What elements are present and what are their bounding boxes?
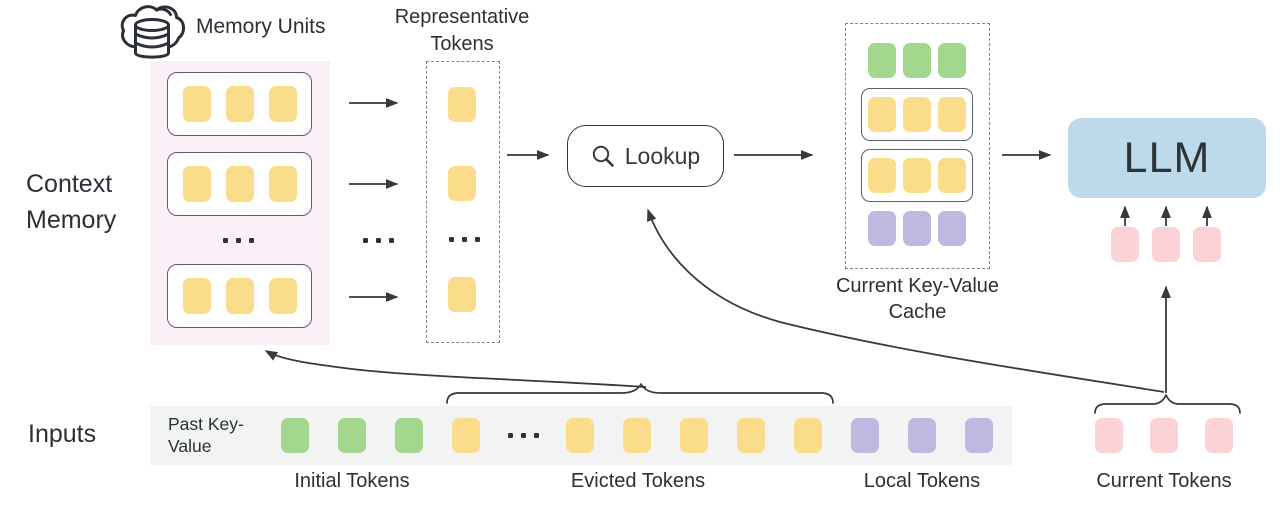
memory-token	[268, 278, 297, 314]
evicted-token	[794, 418, 822, 453]
current-tokens-label: Current Tokens	[1096, 470, 1232, 492]
representative-tokens-top	[448, 87, 476, 201]
initial-tokens-group	[281, 418, 423, 453]
local-tokens-label: Local Tokens	[863, 470, 981, 492]
memory-token	[268, 166, 297, 202]
ellipsis-dot	[475, 237, 480, 242]
memory-unit	[167, 152, 312, 216]
current-token	[1095, 418, 1123, 453]
kv-initial-row	[868, 43, 966, 78]
ellipsis-dot	[223, 238, 228, 243]
context-memory-panel	[150, 61, 330, 345]
kv-token	[903, 97, 931, 132]
kv-token	[938, 158, 966, 193]
ellipsis-dot	[533, 433, 539, 438]
evicted-token	[566, 418, 594, 453]
memory-token	[225, 166, 254, 202]
representative-tokens-bottom	[448, 277, 476, 312]
evicted-tokens-tail	[566, 418, 822, 453]
memory-units-cloud-database-icon	[120, 5, 185, 59]
kv-memory-unit-row	[861, 88, 973, 141]
representative-token	[448, 87, 476, 122]
ellipsis-dot	[520, 433, 526, 438]
initial-tokens-label: Initial Tokens	[294, 470, 410, 492]
past-kv-tokens	[281, 418, 993, 453]
kv-token	[868, 158, 896, 193]
evicted-tokens-head	[452, 418, 480, 453]
evicted-token	[452, 418, 480, 453]
representative-tokens-box	[426, 61, 500, 343]
llm-input-token	[1193, 227, 1221, 262]
evicted-token	[737, 418, 765, 453]
llm-label: LLM	[1123, 133, 1211, 182]
lookup-button: Lookup	[567, 125, 724, 187]
representative-tokens-label: Representative Tokens	[394, 6, 530, 55]
kv-token	[938, 43, 966, 78]
llm-box: LLM	[1068, 118, 1266, 198]
between-ellipsis	[363, 238, 394, 243]
brace-current-tokens	[1094, 394, 1241, 414]
kv-memory-unit-row	[861, 149, 973, 202]
memory-unit	[167, 72, 312, 136]
representative-token	[448, 277, 476, 312]
llm-input-tokens	[1111, 227, 1221, 262]
ellipsis-dot	[449, 237, 454, 242]
memory-token	[182, 278, 211, 314]
ellipsis-dot	[376, 238, 381, 243]
kv-token	[868, 43, 896, 78]
memory-token	[268, 86, 297, 122]
evicted-ellipsis	[507, 433, 539, 438]
llm-input-token	[1152, 227, 1180, 262]
context-memory-section-label: Context Memory	[26, 170, 117, 234]
ellipsis-dot	[389, 238, 394, 243]
evicted-token	[680, 418, 708, 453]
kv-token	[868, 97, 896, 132]
local-token	[908, 418, 936, 453]
representative-token	[448, 166, 476, 201]
kv-local-row	[868, 211, 966, 246]
past-key-value-label: Past Key-Value	[168, 414, 244, 456]
memory-token	[182, 166, 211, 202]
kv-token	[938, 97, 966, 132]
ellipsis-dot	[507, 433, 513, 438]
current-kv-cache-box	[845, 23, 990, 269]
brace-evicted-tokens	[446, 383, 834, 404]
memory-units-ellipsis	[223, 238, 254, 243]
memory-token	[182, 86, 211, 122]
ellipsis-dot	[363, 238, 368, 243]
current-token	[1150, 418, 1178, 453]
memory-unit	[167, 264, 312, 328]
curve-evicted-tokens-to-context-memory	[264, 350, 647, 388]
evicted-tokens-label: Evicted Tokens	[570, 470, 706, 492]
kv-token	[903, 158, 931, 193]
llm-input-token	[1111, 227, 1139, 262]
kv-token	[938, 211, 966, 246]
past-key-value-strip: Past Key-Value	[150, 406, 1012, 465]
kv-token	[868, 211, 896, 246]
local-token	[965, 418, 993, 453]
initial-token	[338, 418, 366, 453]
current-tokens-group	[1095, 418, 1233, 453]
current-token	[1205, 418, 1233, 453]
current-kv-cache-label: Current Key-Value Cache	[835, 275, 1000, 323]
initial-token	[281, 418, 309, 453]
evicted-token	[623, 418, 651, 453]
kv-token	[903, 211, 931, 246]
kv-token	[903, 43, 931, 78]
memory-units-label: Memory Units	[196, 15, 326, 38]
magnifier-icon	[592, 145, 614, 167]
memory-token	[225, 86, 254, 122]
inputs-section-label: Inputs	[28, 420, 97, 448]
lookup-label: Lookup	[624, 142, 701, 169]
ellipsis-dot	[462, 237, 467, 242]
ellipsis-dot	[249, 238, 254, 243]
initial-token	[395, 418, 423, 453]
memory-token	[225, 278, 254, 314]
local-tokens-group	[851, 418, 993, 453]
representative-ellipsis	[449, 237, 480, 242]
evicted-ellipsis-cell	[507, 418, 539, 453]
ellipsis-dot	[236, 238, 241, 243]
local-token	[851, 418, 879, 453]
